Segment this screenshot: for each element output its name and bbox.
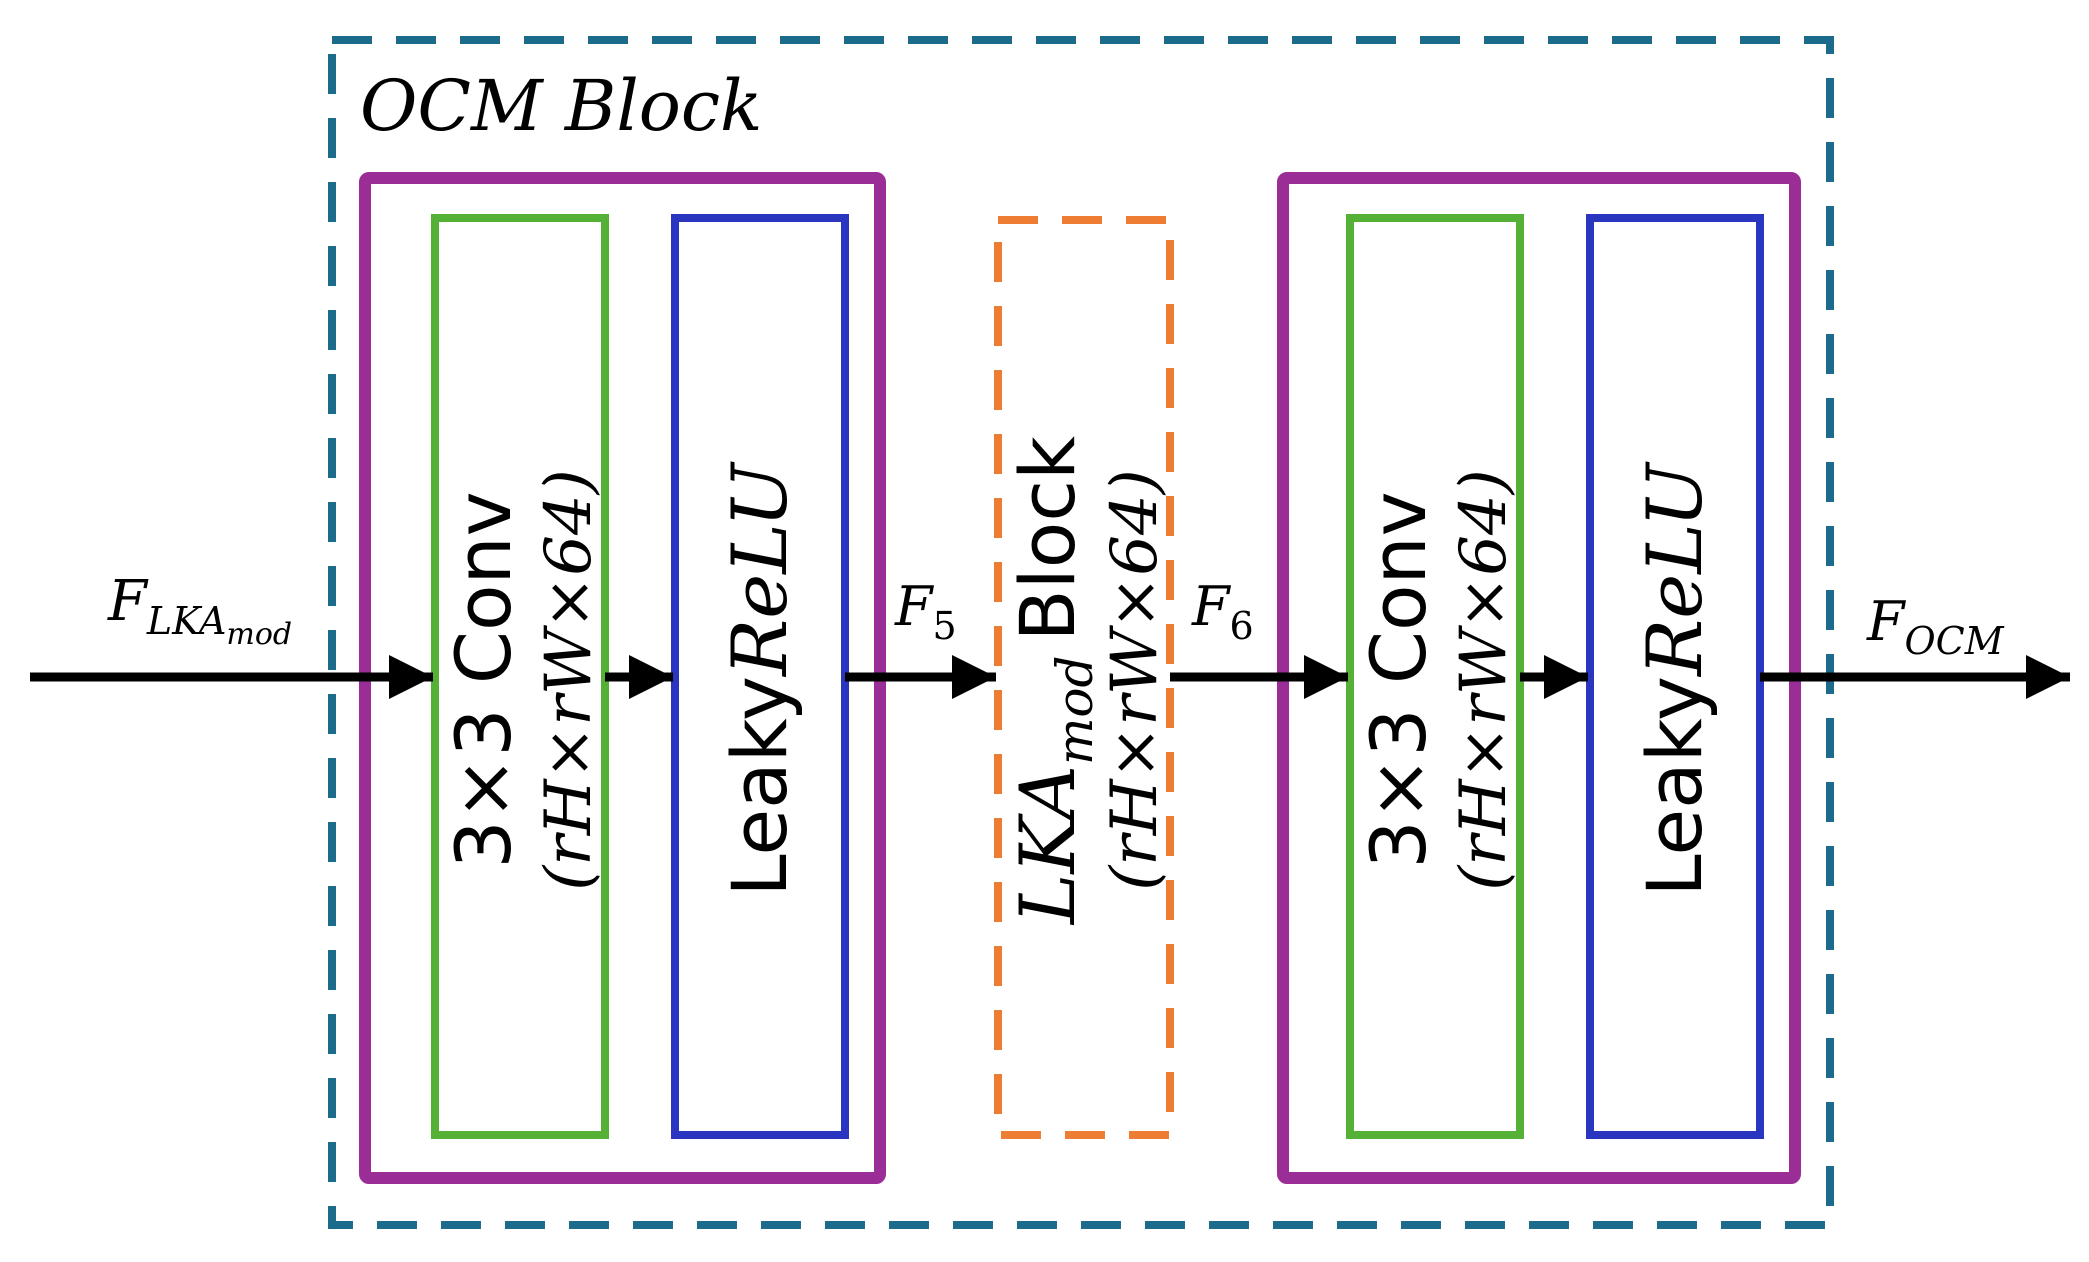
leaky-relu-label-1: LeakyReLU — [715, 460, 804, 896]
svg-text:LeakyReLU: LeakyReLU — [1630, 460, 1719, 896]
conv-label-2: 3×3 Conv (rH×rW×64) — [1354, 469, 1521, 890]
svg-text:LKAmodBlock: LKAmodBlock — [1003, 436, 1104, 926]
lka-mod-label: LKAmodBlock (rH×rW×64) — [1003, 436, 1172, 926]
conv-label-1: 3×3 Conv (rH×rW×64) — [439, 469, 606, 890]
f5-label: F5 — [894, 575, 957, 648]
svg-text:(rH×rW×64): (rH×rW×64) — [1447, 469, 1521, 890]
svg-text:(rH×rW×64): (rH×rW×64) — [1098, 469, 1172, 890]
ocm-block-title: OCM Block — [360, 65, 762, 147]
ocm-block-outline — [328, 36, 1834, 1229]
input-label: FLKAmod — [107, 569, 292, 652]
svg-text:3×3 Conv: 3×3 Conv — [1354, 491, 1443, 868]
svg-text:(rH×rW×64): (rH×rW×64) — [532, 469, 606, 890]
output-label: FOCM — [1866, 590, 2005, 663]
svg-text:LeakyReLU: LeakyReLU — [715, 460, 804, 896]
leaky-relu-label-2: LeakyReLU — [1630, 460, 1719, 896]
svg-text:3×3 Conv: 3×3 Conv — [439, 491, 528, 868]
f6-label: F6 — [1191, 575, 1254, 648]
lka-mod-block — [994, 216, 1174, 1139]
